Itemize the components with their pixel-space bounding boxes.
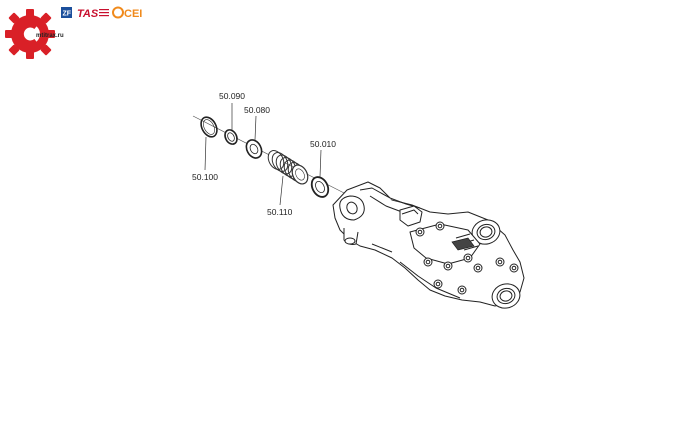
brand-tas-logo: TAS: [77, 8, 109, 20]
gear-icon: [5, 9, 55, 59]
spring-part[interactable]: [265, 148, 311, 187]
brand-zf-text: ZF: [63, 11, 72, 18]
brand-tas-text: TAS: [77, 8, 99, 20]
hatched-plate: [451, 237, 475, 251]
washer-part[interactable]: [243, 137, 264, 160]
callout-50-080: 50.080: [244, 105, 270, 115]
small-washer-part[interactable]: [223, 128, 240, 146]
callout-50-100: 50.100: [192, 172, 218, 182]
logo-site-text: mtitrax.ru: [36, 33, 64, 39]
brand-cei-logo: CEI: [112, 6, 142, 20]
leader-lines: [204, 103, 322, 206]
valve-housing-part[interactable]: [332, 181, 525, 311]
snap-ring-part[interactable]: [198, 114, 220, 139]
site-logo[interactable]: mtitrax.ru: [5, 9, 64, 59]
brand-zf-logo: ZF: [61, 7, 72, 18]
thrust-washer-part[interactable]: [308, 174, 331, 200]
callout-50-090: 50.090: [219, 91, 245, 101]
callout-50-010: 50.010: [310, 139, 336, 149]
callout-50-110: 50.110: [267, 207, 293, 217]
brand-cei-text: CEI: [124, 8, 142, 20]
